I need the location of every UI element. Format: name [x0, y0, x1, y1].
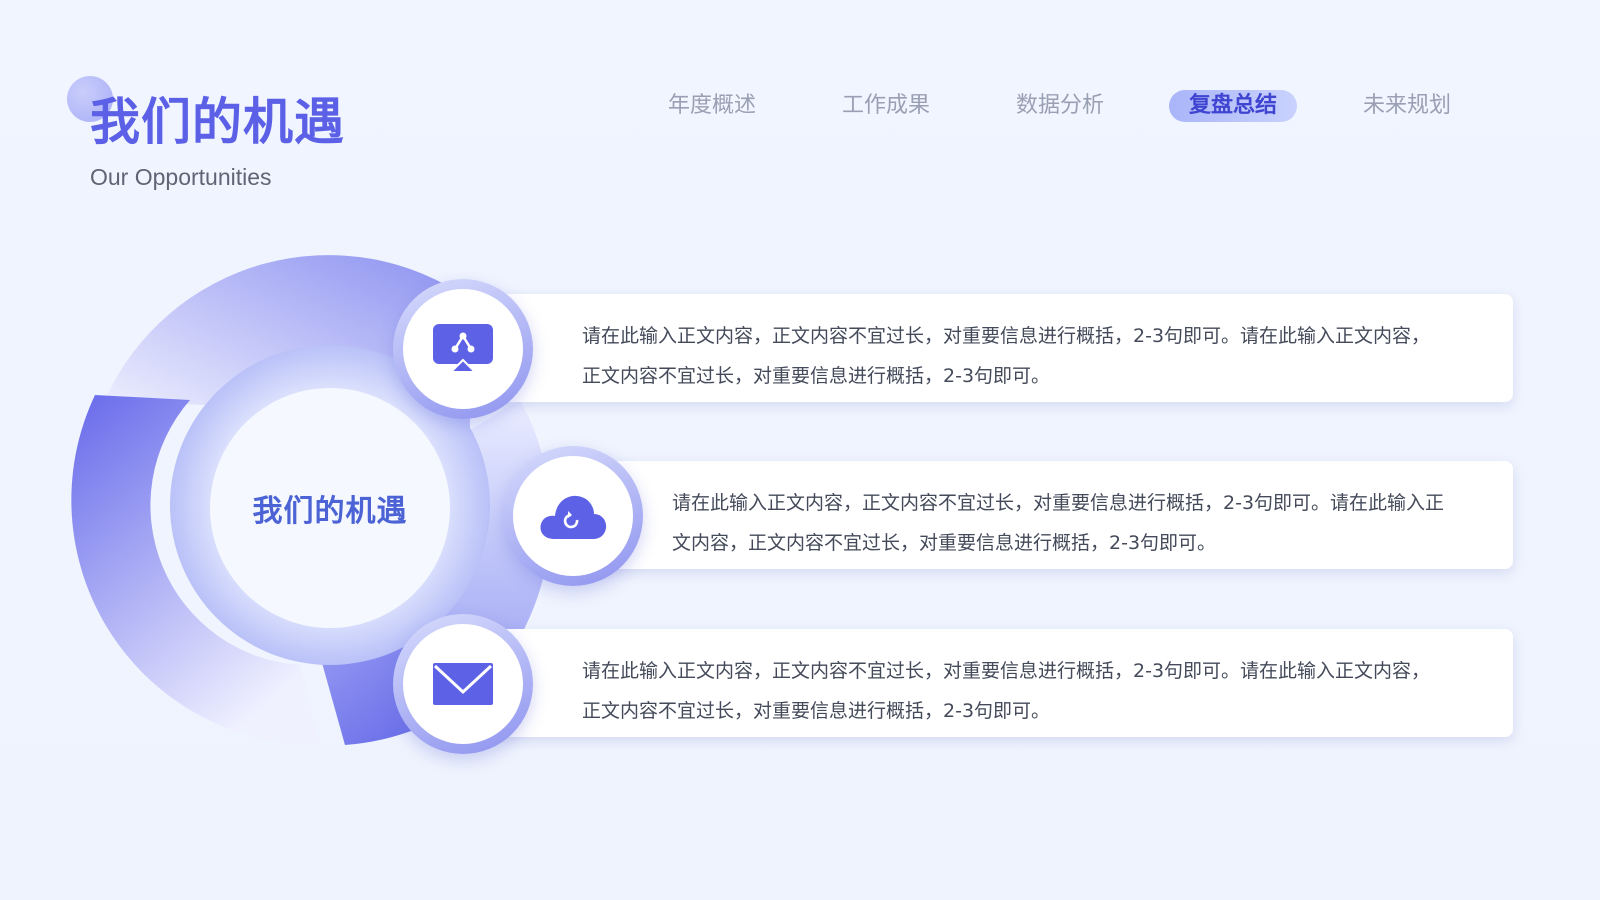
card-2-line-1: 请在此输入正文内容，正文内容不宜过长，对重要信息进行概括，2-3句即可。请在此输…: [672, 492, 1445, 514]
opportunity-card-3: 请在此输入正文内容，正文内容不宜过长，对重要信息进行概括，2-3句即可。请在此输…: [495, 629, 1513, 737]
top-nav: 年度概述 工作成果 数据分析 复盘总结 未来规划: [0, 90, 1600, 124]
ring-segment-left: [71, 395, 321, 746]
center-circle: 我们的机遇: [210, 388, 450, 628]
nav-item-data-analysis[interactable]: 数据分析: [1016, 93, 1105, 118]
card-3-line-1: 请在此输入正文内容，正文内容不宜过长，对重要信息进行概括，2-3句即可。请在此输…: [582, 660, 1431, 682]
nav-item-results[interactable]: 工作成果: [842, 93, 931, 118]
ring-segment-top: [105, 255, 470, 430]
card-3-text: 请在此输入正文内容，正文内容不宜过长，对重要信息进行概括，2-3句即可。请在此输…: [582, 651, 1430, 731]
title-decoration-dot: [67, 76, 113, 122]
mail-icon: [433, 663, 493, 705]
center-label: 我们的机遇: [252, 494, 408, 529]
card-2-line-2: 文内容，正文内容不宜过长，对重要信息进行概括，2-3句即可。: [672, 532, 1217, 554]
card-1-icon-badge: [393, 279, 533, 419]
opportunity-card-2: 请在此输入正文内容，正文内容不宜过长，对重要信息进行概括，2-3句即可。请在此输…: [590, 461, 1513, 569]
nav-item-review[interactable]: 复盘总结: [1169, 90, 1298, 122]
card-2-text: 请在此输入正文内容，正文内容不宜过长，对重要信息进行概括，2-3句即可。请在此输…: [672, 483, 1444, 563]
page-subtitle: Our Opportunities: [90, 164, 272, 190]
opportunity-card-1: 请在此输入正文内容，正文内容不宜过长，对重要信息进行概括，2-3句即可。请在此输…: [495, 294, 1513, 402]
presentation-icon: [433, 324, 493, 373]
card-1-line-2: 正文内容不宜过长，对重要信息进行概括，2-3句即可。: [582, 365, 1051, 387]
nav-item-future-plans[interactable]: 未来规划: [1363, 93, 1452, 118]
card-3-icon-badge: [393, 614, 533, 754]
nav-item-overview[interactable]: 年度概述: [668, 93, 757, 118]
cloud-sync-icon: [540, 495, 607, 539]
page-title: 我们的机遇: [90, 93, 345, 151]
card-1-text: 请在此输入正文内容，正文内容不宜过长，对重要信息进行概括，2-3句即可。请在此输…: [582, 316, 1430, 396]
card-1-line-1: 请在此输入正文内容，正文内容不宜过长，对重要信息进行概括，2-3句即可。请在此输…: [582, 325, 1431, 347]
card-2-icon-badge: [503, 446, 643, 586]
card-3-line-2: 正文内容不宜过长，对重要信息进行概括，2-3句即可。: [582, 700, 1051, 722]
